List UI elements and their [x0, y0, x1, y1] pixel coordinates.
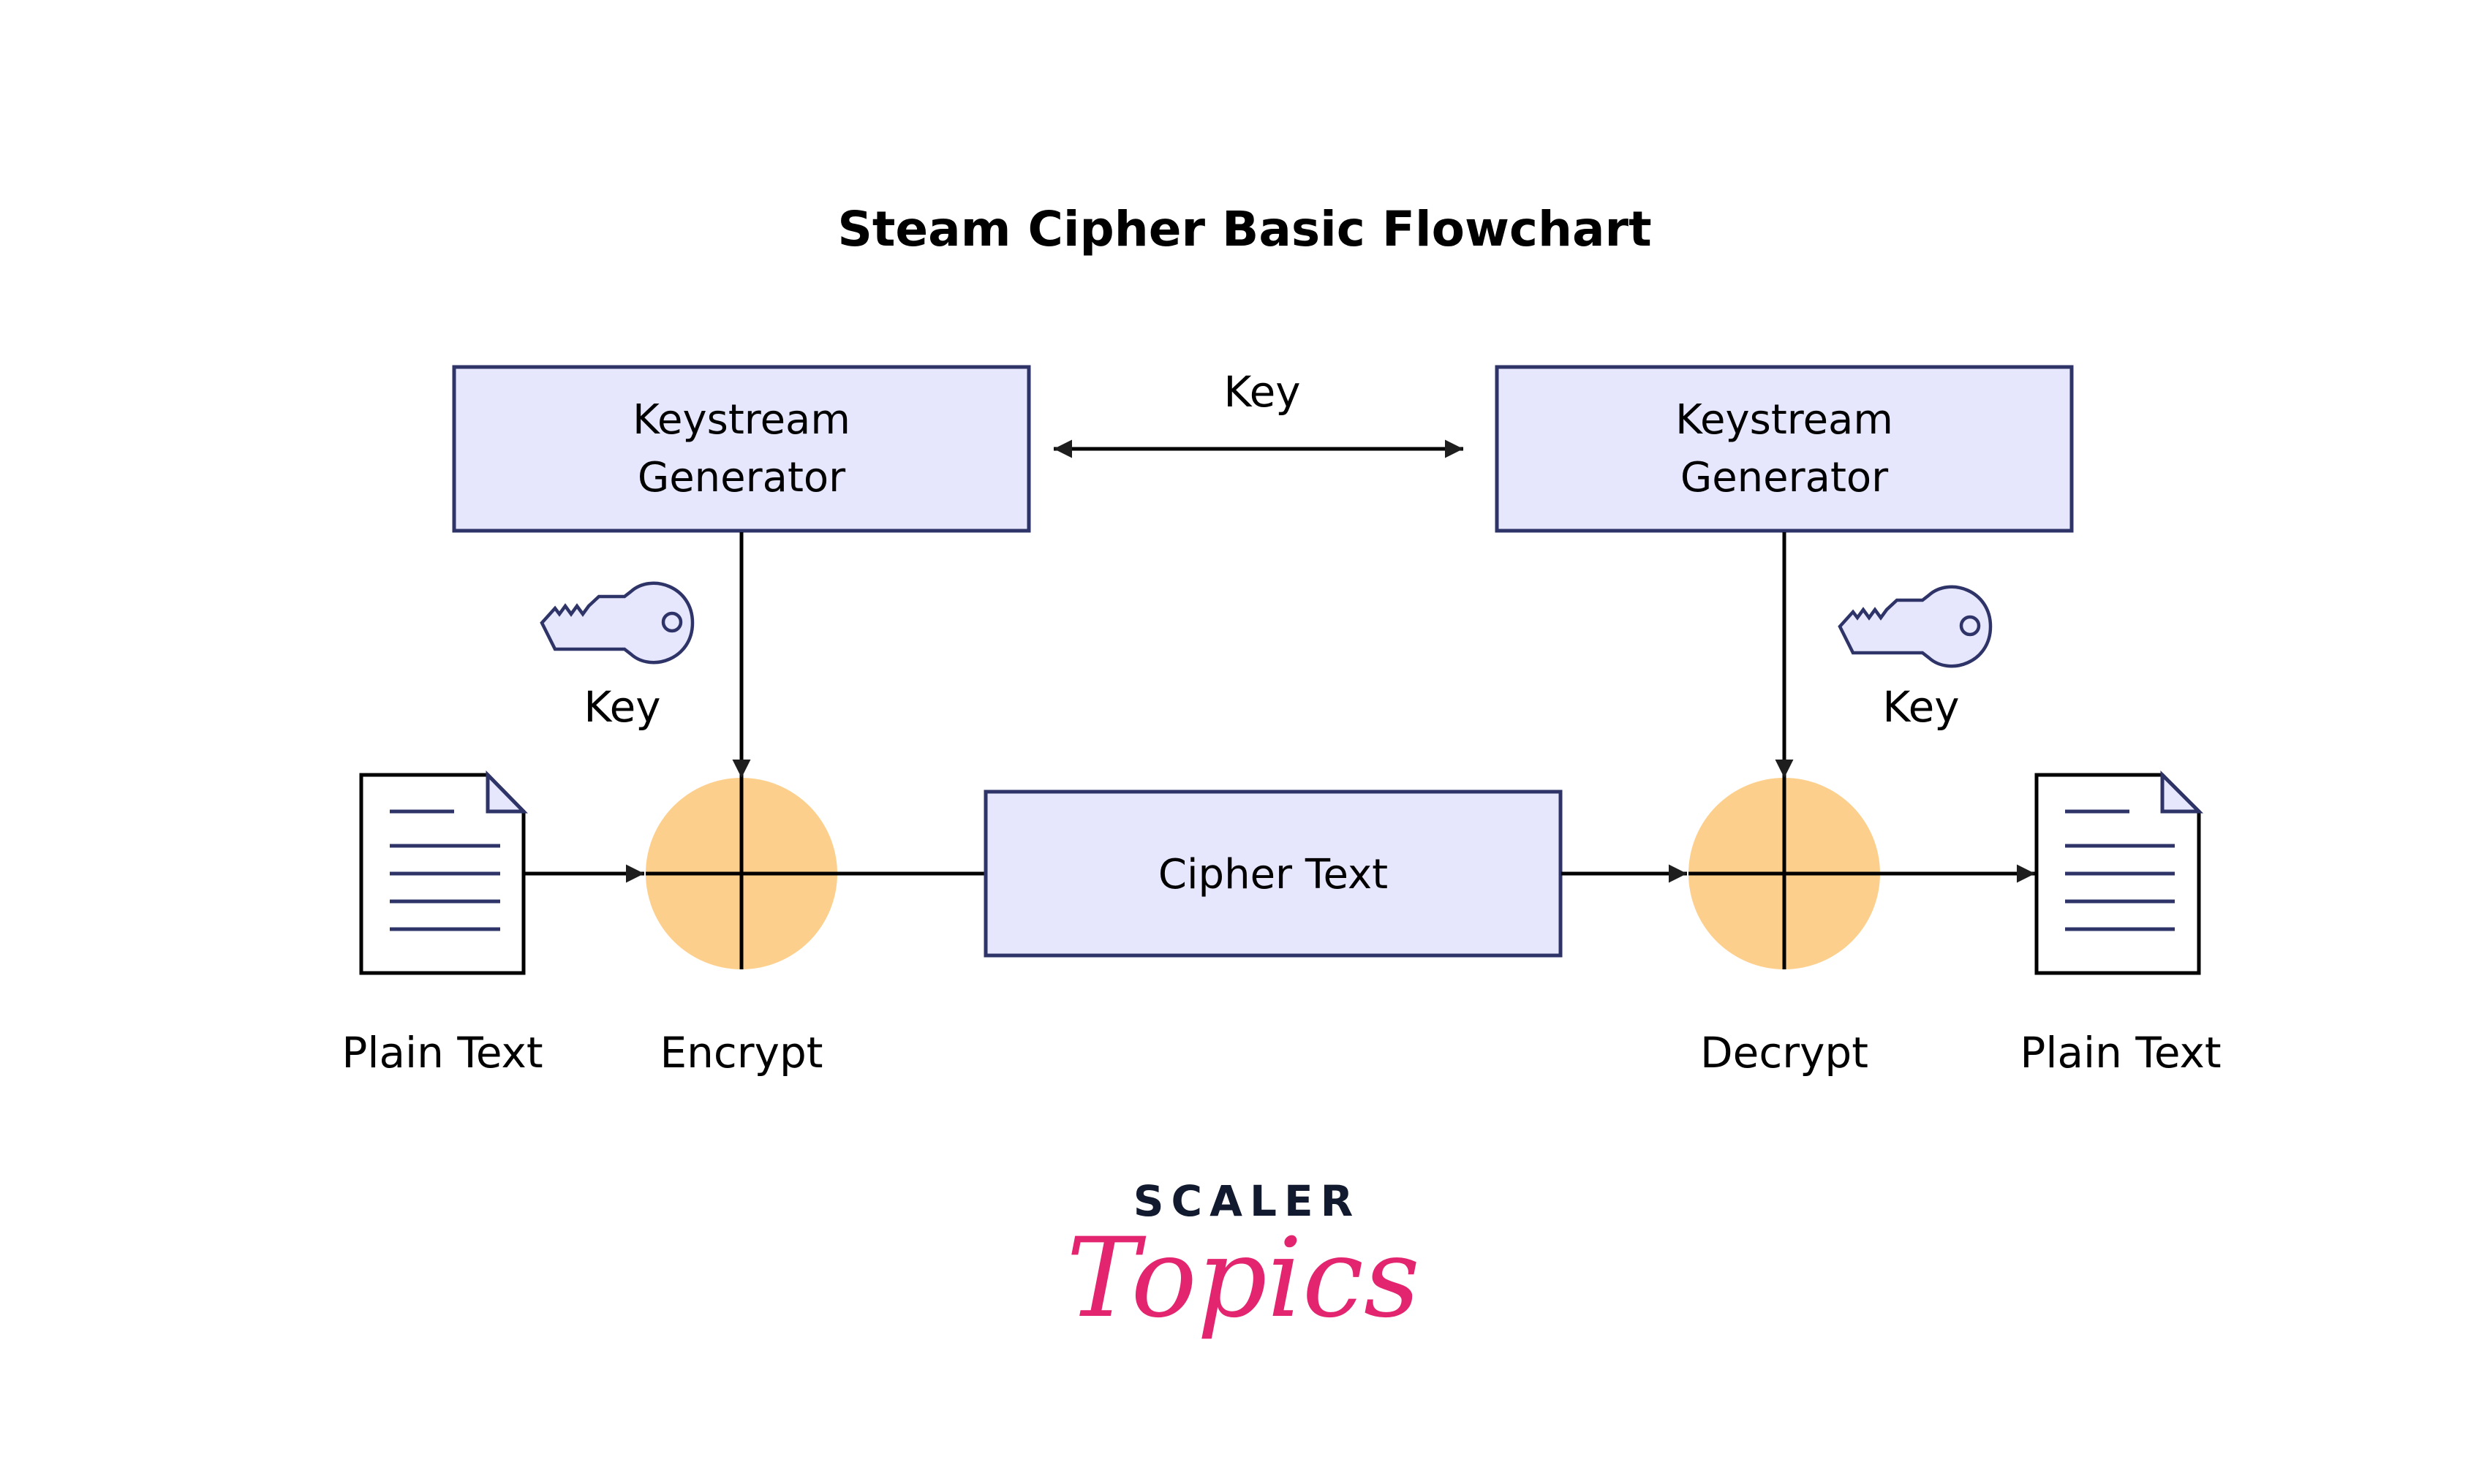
xor-circle-icon: [1688, 778, 1880, 969]
left-generator-label-line1: Keystream: [633, 396, 850, 444]
scaler-topics-logo: SCALER Topics: [1066, 1176, 1420, 1342]
left-key-label: Key: [584, 682, 660, 732]
key-icon: [1838, 585, 1993, 668]
cipher-text-rect: [984, 790, 1563, 958]
diagram-title: Steam Cipher Basic Flowchart: [837, 201, 1651, 257]
document-icon: [359, 770, 528, 975]
document-icon: [2034, 770, 2204, 975]
encrypt-label: Encrypt: [660, 1028, 823, 1078]
plain-text-in-label: Plain Text: [341, 1028, 543, 1078]
right-generator-rect: [1495, 365, 2074, 533]
xor-circle-icon: [646, 778, 985, 969]
cipher-text-box: Cipher Text: [984, 790, 1563, 958]
left-generator-label-line2: Generator: [638, 454, 846, 501]
right-generator-label-line1: Keystream: [1675, 396, 1893, 444]
logo-topics-text: Topics: [1066, 1215, 1420, 1342]
decrypt-label: Decrypt: [1700, 1028, 1868, 1078]
left-keystream-generator-box: Keystream Generator: [452, 365, 1031, 533]
right-generator-label-line2: Generator: [1680, 454, 1889, 501]
right-key-label: Key: [1882, 682, 1959, 732]
right-keystream-generator-box: Keystream Generator: [1495, 365, 2074, 533]
plain-text-out-label: Plain Text: [2020, 1028, 2221, 1078]
left-generator-rect: [452, 365, 1031, 533]
logo-scaler-text: SCALER: [1133, 1176, 1360, 1226]
shared-key-label: Key: [1223, 367, 1300, 417]
key-icon: [540, 581, 695, 665]
cipher-text-label: Cipher Text: [1158, 851, 1388, 898]
